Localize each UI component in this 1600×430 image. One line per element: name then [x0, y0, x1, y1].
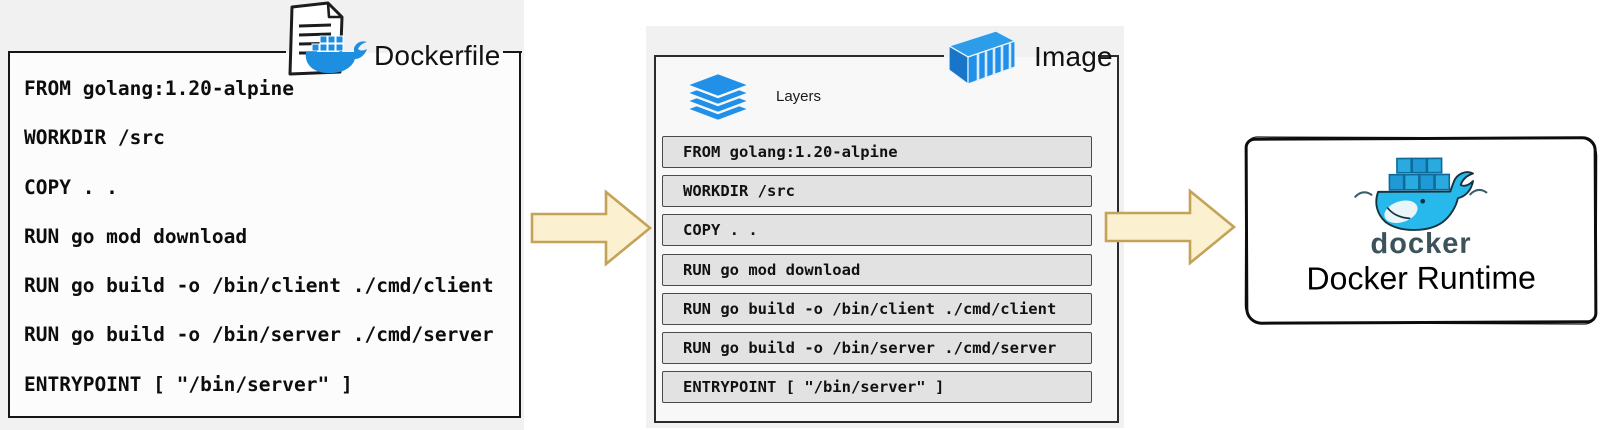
- border-segment: [1098, 54, 1120, 57]
- layer-bar-label: RUN go build -o /bin/server ./cmd/server: [683, 339, 1057, 357]
- dockerfile-code: FROM golang:1.20-alpine WORKDIR /src COP…: [24, 64, 514, 409]
- layer-bar: RUN go build -o /bin/server ./cmd/server: [662, 332, 1092, 364]
- layers-icon: [682, 71, 754, 123]
- runtime-box: docker Docker Runtime: [1244, 136, 1598, 325]
- arrow-right-icon: [1104, 188, 1237, 266]
- dockerfile-title: Dockerfile: [374, 40, 501, 71]
- code-line: COPY . .: [24, 175, 118, 199]
- docker-wordmark: docker: [1370, 227, 1472, 261]
- layer-bar-label: COPY . .: [683, 221, 758, 239]
- layer-bar: RUN go build -o /bin/client ./cmd/client: [662, 293, 1092, 325]
- layer-bar: WORKDIR /src: [662, 175, 1092, 207]
- image-title: Image: [1034, 41, 1113, 72]
- border-segment: [502, 50, 522, 53]
- border-segment: [653, 54, 944, 57]
- container-icon: [947, 30, 1017, 86]
- border-segment: [7, 50, 286, 53]
- code-line: RUN go mod download: [24, 224, 248, 248]
- arrow-right-icon: [530, 189, 653, 267]
- runtime-label: Docker Runtime: [1306, 259, 1536, 297]
- docker-logo-icon: [1354, 157, 1488, 231]
- layer-bar: COPY . .: [662, 214, 1092, 246]
- layer-bar: RUN go mod download: [662, 254, 1092, 286]
- dockerfile-box: [7, 50, 522, 418]
- docker-whale-icon: [305, 35, 367, 74]
- layers-label: Layers: [776, 88, 822, 105]
- code-line: ENTRYPOINT [ "/bin/server" ]: [24, 372, 353, 396]
- layer-bar-label: ENTRYPOINT [ "/bin/server" ]: [683, 378, 945, 396]
- dockerfile-doc-icon: [288, 1, 367, 76]
- layer-bar-label: WORKDIR /src: [683, 182, 795, 200]
- layer-bar-label: RUN go build -o /bin/client ./cmd/client: [683, 300, 1057, 318]
- layer-bar-label: FROM golang:1.20-alpine: [683, 143, 898, 161]
- layer-bar: FROM golang:1.20-alpine: [662, 136, 1092, 168]
- layer-bar: ENTRYPOINT [ "/bin/server" ]: [662, 371, 1092, 403]
- code-line: RUN go build -o /bin/client ./cmd/client: [24, 274, 494, 298]
- code-line: RUN go build -o /bin/server ./cmd/server: [24, 323, 494, 347]
- code-line: WORKDIR /src: [24, 126, 165, 150]
- code-line: FROM golang:1.20-alpine: [24, 77, 295, 100]
- layer-bar-label: RUN go mod download: [683, 261, 861, 279]
